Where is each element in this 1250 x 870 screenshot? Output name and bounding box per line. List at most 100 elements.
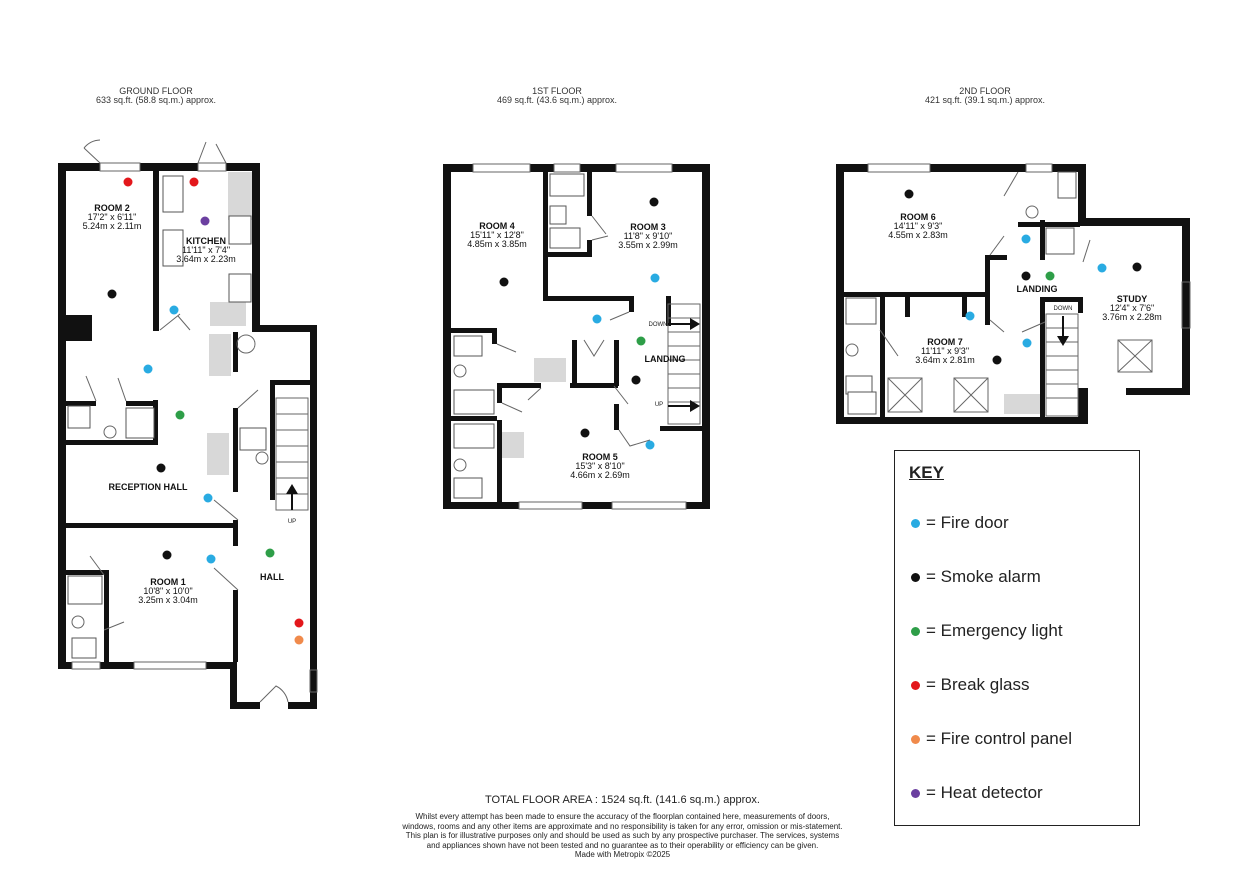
break-glass-dot (911, 680, 920, 690)
emergency-light-marker (636, 336, 646, 346)
emergency-light-marker (1045, 271, 1055, 281)
legend-label: = Fire door (926, 513, 1009, 532)
room2-imperial: 17'2" x 6'11" (88, 212, 137, 222)
legend-item-break-glass: = Break glass (911, 675, 1029, 695)
smoke-alarm-marker (107, 289, 117, 299)
legend-item-smoke-alarm: = Smoke alarm (911, 567, 1041, 587)
room5-name: ROOM 5 (582, 452, 618, 462)
kitchen-counter-lower (210, 302, 246, 326)
fire-door-dot (911, 518, 920, 528)
break-glass-marker (294, 618, 304, 628)
stairs-second: DOWN (1045, 306, 1079, 417)
room6-name: ROOM 6 (900, 212, 936, 222)
room2-name: ROOM 2 (94, 203, 130, 213)
ground-floor-name: GROUND FLOOR (119, 86, 193, 96)
shower-room1 (67, 575, 103, 605)
room5-imperial: 15'3" x 8'10" (575, 461, 624, 471)
room7-imperial: 11'11" x 9'3" (921, 346, 969, 356)
break-glass-marker (189, 177, 199, 187)
room3-name: ROOM 3 (630, 222, 666, 232)
reception-hall-name: RECEPTION HALL (108, 482, 188, 492)
legend-label: = Heat detector (926, 783, 1043, 802)
basin-ground (103, 425, 117, 439)
smoke-alarm-marker (631, 375, 641, 385)
smoke-alarm-marker (904, 189, 914, 199)
legend-title: KEY (909, 463, 944, 482)
stairs-down-label-second: DOWN (1054, 306, 1073, 312)
room2-metric: 5.24m x 2.11m (83, 221, 142, 231)
fire-door-marker (645, 440, 655, 450)
smoke-alarm-marker (499, 277, 509, 287)
stairs-up-label-first: UP (655, 402, 663, 408)
kitchen-imperial: 11'11" x 7'4" (182, 245, 230, 255)
stairs-ground: UP (275, 397, 309, 525)
toilet-room1 (71, 637, 97, 659)
cupboard-hall (207, 433, 229, 475)
basin-hall (255, 451, 269, 465)
stairs-first: DOWN UP (649, 303, 701, 425)
legend-item-fire-door: = Fire door (911, 513, 1009, 533)
emergency-light-marker (265, 548, 275, 558)
ground-floor: GROUND FLOOR 633 sq.ft. (58.8 sq.m.) app… (58, 86, 318, 709)
stairs-up-label-ground: UP (288, 519, 296, 525)
room6-imperial: 14'11" x 9'3" (894, 221, 943, 231)
ground-floor-area: 633 sq.ft. (58.8 sq.m.) approx. (96, 95, 216, 105)
second-floor-name: 2ND FLOOR (959, 86, 1011, 96)
fire-door-marker (650, 273, 660, 283)
total-floor-area: TOTAL FLOOR AREA : 1524 sq.ft. (141.6 sq… (485, 794, 760, 806)
fire-door-marker (1022, 338, 1032, 348)
shower-ground (125, 407, 155, 439)
fire-door-marker (965, 311, 975, 321)
boiler (236, 334, 256, 354)
first-floor-name: 1ST FLOOR (532, 86, 582, 96)
legend-item-fire-control-panel: = Fire control panel (911, 729, 1072, 749)
smoke-alarm-marker (156, 463, 166, 473)
room7-name: ROOM 7 (927, 337, 963, 347)
heat-detector-marker (200, 216, 210, 226)
smoke-alarm-dot (911, 572, 920, 582)
cupboard (209, 334, 231, 376)
room4-metric: 4.85m x 3.85m (467, 239, 527, 249)
room1-metric: 3.25m x 3.04m (138, 595, 198, 605)
legend-label: = Emergency light (926, 621, 1063, 640)
legend-label: = Smoke alarm (926, 567, 1041, 586)
fire-door-marker (1021, 234, 1031, 244)
toilet-hall (239, 427, 267, 451)
room6-metric: 4.55m x 2.83m (888, 230, 948, 240)
second-floor: 2ND FLOOR 421 sq.ft. (39.1 sq.m.) approx… (836, 86, 1191, 424)
legend-label: = Break glass (926, 675, 1030, 694)
fire-door-marker (592, 314, 602, 324)
kitchen-name: KITCHEN (186, 236, 226, 246)
disclaimer-text: Whilst every attempt has been made to en… (402, 812, 843, 850)
first-floor-area: 469 sq.ft. (43.6 sq.m.) approx. (497, 95, 617, 105)
fire-control-panel-dot (911, 734, 920, 744)
emergency-light-marker (175, 410, 185, 420)
fire-door-marker (203, 493, 213, 503)
kitchen-sink-2 (162, 229, 184, 267)
smoke-alarm-marker (1021, 271, 1031, 281)
heat-detector-dot (911, 788, 920, 798)
oven (228, 273, 252, 303)
footer: TOTAL FLOOR AREA : 1524 sq.ft. (141.6 sq… (400, 794, 845, 859)
basin-room1 (71, 615, 85, 629)
room3-metric: 3.55m x 2.99m (618, 240, 678, 250)
smoke-alarm-marker (1132, 262, 1142, 272)
fire-door-marker (206, 554, 216, 564)
legend-item-emergency-light: = Emergency light (911, 621, 1063, 641)
fire-door-marker (169, 305, 179, 315)
landing-second-name: LANDING (1017, 284, 1058, 294)
room7-metric: 3.64m x 2.81m (915, 355, 975, 365)
fire-control-panel-marker (294, 635, 304, 645)
smoke-alarm-marker (992, 355, 1002, 365)
room5-metric: 4.66m x 2.69m (570, 470, 630, 480)
room4-imperial: 15'11" x 12'8" (470, 230, 524, 240)
emergency-light-dot (911, 626, 920, 636)
kitchen-metric: 3.64m x 2.23m (176, 254, 236, 264)
study-imperial: 12'4" x 7'6" (1110, 303, 1154, 313)
made-with-credit: Made with Metropix ©2025 (574, 850, 671, 859)
hall-name: HALL (260, 572, 284, 582)
room1-imperial: 10'8" x 10'0" (143, 586, 192, 596)
first-floor: 1ST FLOOR 469 sq.ft. (43.6 sq.m.) approx… (443, 86, 710, 510)
break-glass-marker (123, 177, 133, 187)
